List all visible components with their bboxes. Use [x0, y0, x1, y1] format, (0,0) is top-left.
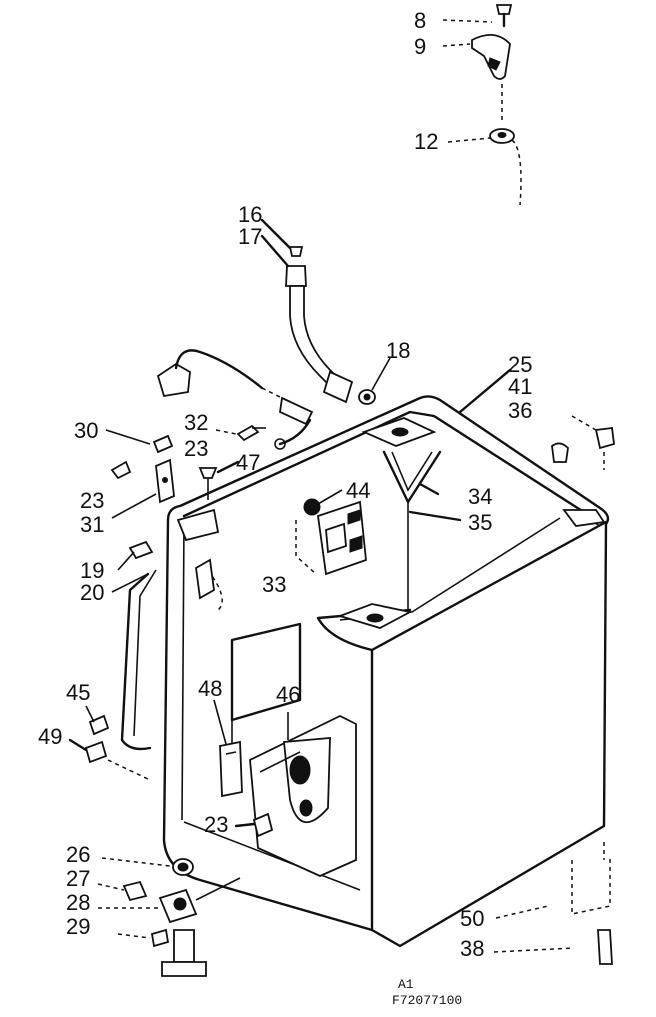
callout-23-left: 23: [80, 488, 104, 513]
cabinet-body-part-25-41: [162, 395, 610, 948]
caption-line-2: F72077100: [392, 993, 462, 1008]
callout-27: 27: [66, 866, 90, 891]
clamp-part-9: [471, 34, 511, 80]
callout-47: 47: [236, 450, 260, 475]
clip-part-38: [597, 929, 613, 965]
callout-41: 41: [508, 374, 532, 399]
callout-labels: 8 9 12 16 17 18 25 41 36 30 32 23 47 23 …: [38, 8, 532, 961]
part-36: [551, 426, 615, 470]
switch-part-33: [295, 500, 367, 576]
grommet-part-12: [489, 128, 515, 144]
leader-lines: [68, 19, 597, 953]
inlet-hose-part-16-17: [285, 246, 354, 404]
callout-16: 16: [238, 202, 262, 227]
callout-48: 48: [198, 676, 222, 701]
pump-motor-part-46: [249, 714, 357, 877]
callout-31: 31: [80, 512, 104, 537]
callout-35: 35: [468, 510, 492, 535]
callout-19: 19: [80, 558, 104, 583]
callout-49: 49: [38, 724, 62, 749]
callout-38: 38: [460, 936, 484, 961]
screw-part-47: [198, 467, 218, 500]
callout-33: 33: [262, 572, 286, 597]
callout-50: 50: [460, 906, 484, 931]
callout-20: 20: [80, 580, 104, 605]
screw-part-8: [495, 4, 513, 28]
bracket-part-31: [155, 458, 175, 504]
callout-26: 26: [66, 842, 90, 867]
callout-18: 18: [386, 338, 410, 363]
screw-part-49: [84, 740, 108, 764]
plate-part-30: [152, 434, 174, 454]
callout-32: 32: [184, 410, 208, 435]
callout-9: 9: [414, 34, 426, 59]
callout-23-upper: 23: [184, 436, 208, 461]
callout-34: 34: [468, 484, 492, 509]
callout-46: 46: [276, 682, 300, 707]
bracket-part-34-35: [382, 450, 442, 610]
timer-knob-part-44: [303, 498, 321, 516]
capacitor-part-48: [219, 740, 243, 798]
callout-17: 17: [238, 224, 262, 249]
screw-part-45: [88, 714, 110, 736]
callout-29: 29: [66, 914, 90, 939]
panel-part-50: [571, 842, 611, 915]
callout-44: 44: [346, 478, 370, 503]
lid-switch-part-19-20: [120, 540, 157, 751]
washer-part-18: [358, 389, 376, 405]
callout-25: 25: [508, 352, 532, 377]
screw-part-23-lower: [252, 812, 274, 838]
screw-part-23-left: [110, 460, 132, 480]
screw-part-23-upper: [236, 424, 266, 442]
callout-8: 8: [414, 8, 426, 33]
caption-line-1: A1: [398, 977, 414, 992]
callout-30: 30: [74, 418, 98, 443]
callout-36: 36: [508, 398, 532, 423]
callout-23-lower: 23: [204, 812, 228, 837]
callout-28: 28: [66, 890, 90, 915]
callout-12: 12: [414, 129, 438, 154]
leveling-foot-part-26-29: [122, 858, 241, 977]
wire-harness: [156, 349, 314, 450]
callout-45: 45: [66, 680, 90, 705]
